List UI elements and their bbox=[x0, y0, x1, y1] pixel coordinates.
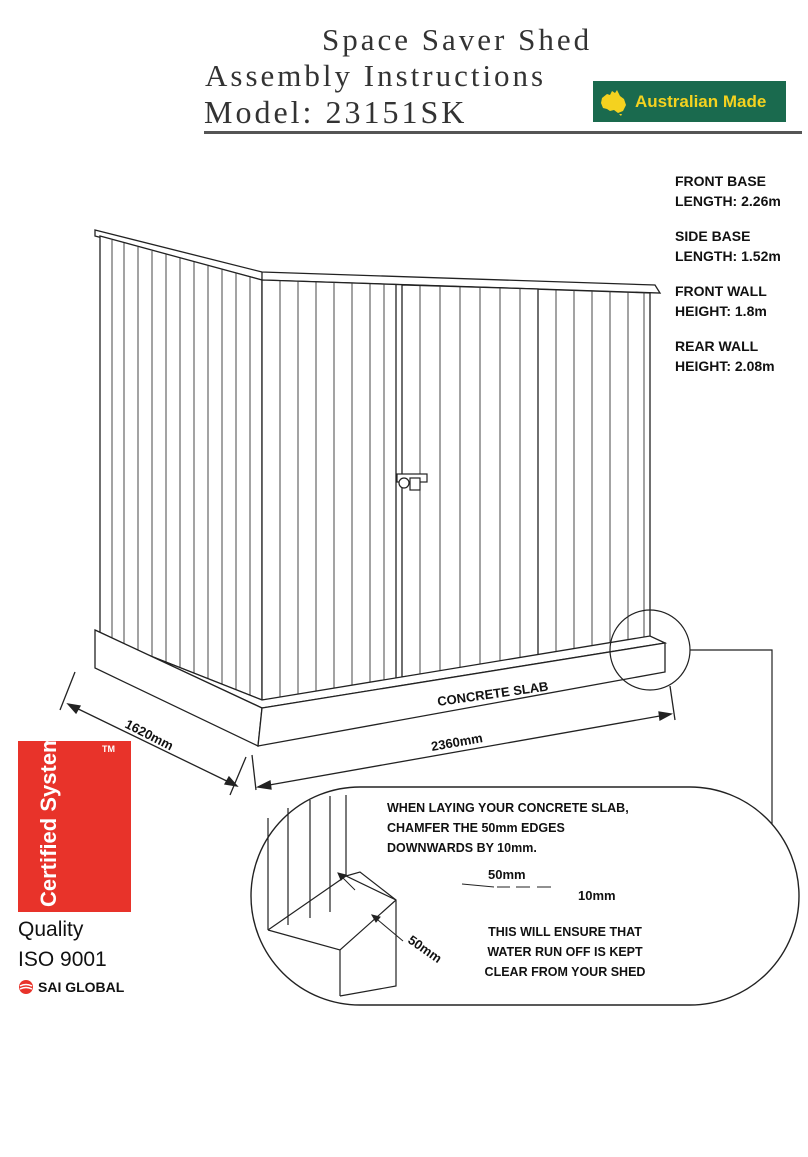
detail-note-chamfer: WHEN LAYING YOUR CONCRETE SLAB, CHAMFER … bbox=[387, 801, 629, 855]
spec-item: FRONT WALL HEIGHT: 1.8m bbox=[675, 281, 805, 321]
spec-list: FRONT BASE LENGTH: 2.26m SIDE BASE LENGT… bbox=[675, 171, 805, 391]
dim-50mm-top: 50mm bbox=[488, 867, 526, 882]
iso-label: ISO 9001 bbox=[18, 948, 107, 971]
cert-badge-text: Certified System bbox=[36, 741, 61, 907]
dim-10mm: 10mm bbox=[578, 888, 616, 903]
spec-value: LENGTH: 1.52m bbox=[675, 248, 781, 264]
spec-label: FRONT WALL bbox=[675, 283, 767, 299]
sai-globe-icon bbox=[19, 980, 33, 994]
spec-label: SIDE BASE bbox=[675, 228, 751, 244]
spec-value: LENGTH: 2.26m bbox=[675, 193, 781, 209]
title-line-1: Space Saver Shed bbox=[322, 22, 593, 57]
spec-value: HEIGHT: 1.8m bbox=[675, 303, 767, 319]
trademark-mark: TM bbox=[102, 744, 115, 754]
dim-line-front bbox=[257, 713, 672, 788]
badge-label: Australian Made bbox=[635, 91, 767, 111]
spec-value: HEIGHT: 2.08m bbox=[675, 358, 775, 374]
quality-label: Quality bbox=[18, 918, 84, 941]
australia-map-icon bbox=[601, 89, 626, 116]
australian-made-badge: Australian Made bbox=[593, 81, 786, 122]
detail-note-runoff: THIS WILL ENSURE THAT WATER RUN OFF IS K… bbox=[484, 925, 646, 979]
title-model: Model: 23151SK bbox=[204, 94, 468, 130]
detail-callout-box bbox=[250, 786, 800, 1006]
concrete-slab-front bbox=[257, 642, 666, 747]
dim-line-side bbox=[67, 703, 238, 787]
dim-front-label: 2360mm bbox=[430, 730, 484, 754]
sai-global-logo: SAI GLOBAL bbox=[18, 979, 124, 995]
title-rule bbox=[204, 131, 802, 134]
spec-item: SIDE BASE LENGTH: 1.52m bbox=[675, 226, 805, 266]
spec-item: FRONT BASE LENGTH: 2.26m bbox=[675, 171, 805, 211]
sai-global-text: SAI GLOBAL bbox=[38, 979, 125, 995]
spec-label: FRONT BASE bbox=[675, 173, 766, 189]
spec-item: REAR WALL HEIGHT: 2.08m bbox=[675, 336, 805, 376]
door-handle bbox=[396, 473, 428, 491]
title-line-2: Assembly Instructions bbox=[205, 58, 547, 93]
spec-label: REAR WALL bbox=[675, 338, 759, 354]
certified-system-badge: Certified System TM bbox=[18, 741, 131, 912]
